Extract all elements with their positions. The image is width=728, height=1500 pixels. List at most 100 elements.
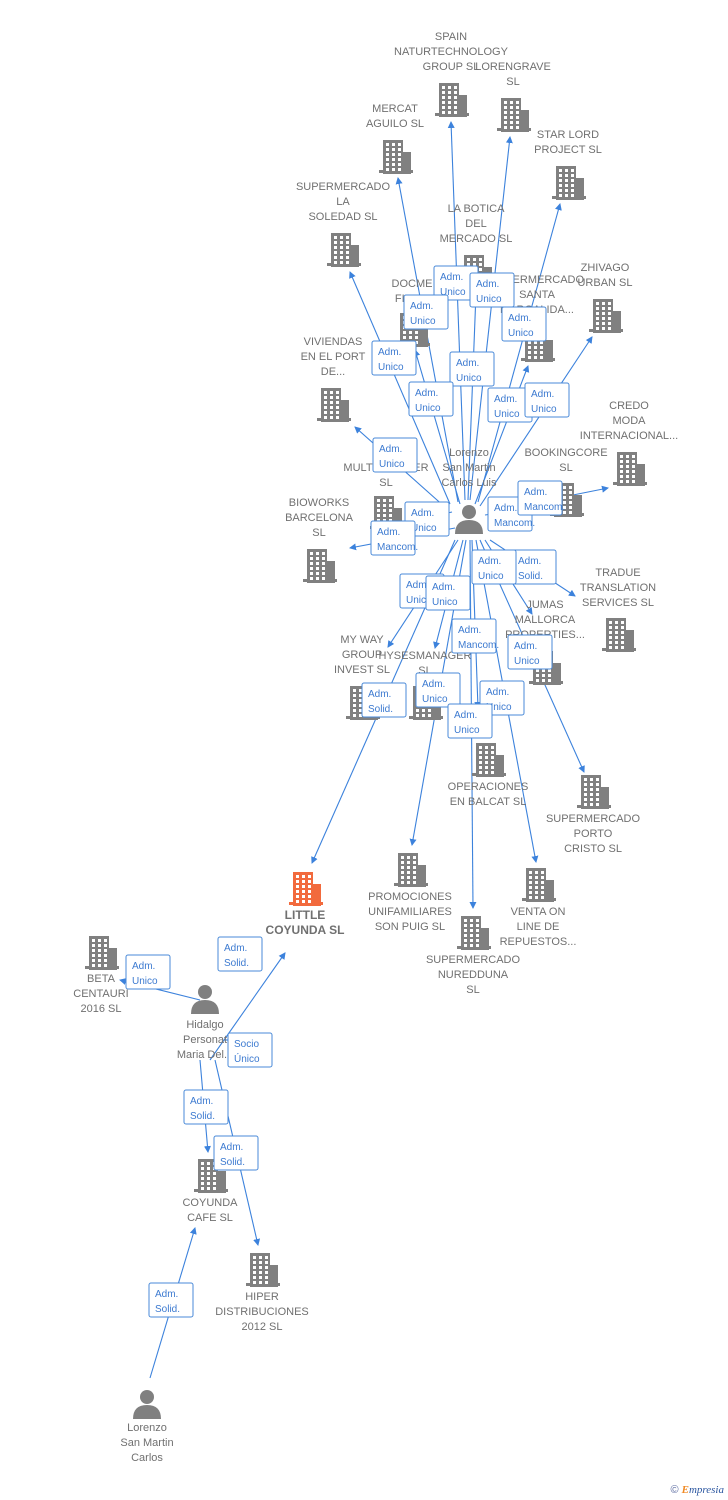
relation-label-text: Unico: [456, 373, 482, 384]
relation-label[interactable]: Adm. Unico: [507, 634, 553, 670]
relation-label-text: Adm.: [518, 556, 541, 567]
relation-label-text: Unico: [454, 725, 480, 736]
relation-label-text: Unico: [476, 294, 502, 305]
relation-label-text: Unico: [486, 702, 512, 713]
relation-label-text: Adm.: [378, 347, 401, 358]
relation-label-text: Adm.: [379, 444, 402, 455]
relation-label-text: Solid.: [224, 958, 249, 969]
relation-label[interactable]: Adm.Unico: [449, 351, 495, 387]
relation-label[interactable]: Adm.Unico: [447, 703, 493, 739]
relation-label[interactable]: Adm.Mancom.: [451, 618, 499, 654]
node-label-line: NATURTECHNOLOGY: [394, 46, 509, 58]
empresia-logo[interactable]: Empresia: [681, 1484, 724, 1496]
node-label-line: AGUILO SL: [366, 118, 424, 130]
relation-label-text: Unico: [432, 597, 458, 608]
relation-label[interactable]: Adm.Solid.: [183, 1089, 229, 1125]
relation-label[interactable]: Adm.Unico: [404, 501, 450, 537]
relation-label[interactable]: Adm. Unico: [371, 340, 417, 376]
node-label-line: 2012 SL: [242, 1321, 283, 1333]
node-label-line: Lorenzo: [449, 447, 489, 459]
relation-label[interactable]: Adm.Solid.: [361, 682, 407, 718]
node-credo[interactable]: CREDOMODAINTERNACIONAL...: [580, 400, 678, 486]
node-spain[interactable]: SPAIN NATURTECHNOLOGY GROUP SL: [394, 31, 509, 117]
relation-label[interactable]: Adm.Unico: [408, 381, 454, 417]
brand-footer: © Empresia: [670, 1484, 724, 1496]
relation-label-text: Adm.: [406, 580, 429, 591]
relation-label-text: Unico: [531, 404, 557, 415]
relation-label-text: Adm.: [476, 279, 499, 290]
relation-label-text: Unico: [514, 656, 540, 667]
relation-label-text: Adm.: [514, 641, 537, 652]
relation-label-text: Solid.: [518, 571, 543, 582]
relation-label[interactable]: Adm. Solid.: [511, 549, 557, 585]
relation-label-text: Unico: [440, 287, 466, 298]
node-label-line: SUPERMERCADO: [296, 181, 391, 193]
copyright-icon: ©: [670, 1484, 679, 1496]
relation-label[interactable]: Adm.Solid.: [148, 1282, 194, 1318]
relation-label[interactable]: Adm.Unico: [501, 306, 547, 342]
building-icon: [457, 916, 491, 950]
relation-label-text: Unico: [378, 362, 404, 373]
node-label-line: PORTO: [574, 828, 613, 840]
node-label-line: DE...: [321, 366, 345, 378]
relation-label[interactable]: Adm. Unico: [469, 272, 515, 308]
node-label-line: GROUP SL: [423, 61, 480, 73]
relation-label[interactable]: Adm.Solid.: [217, 936, 263, 972]
node-label-line: SPAIN: [435, 31, 467, 43]
node-label-line: CAFE SL: [187, 1212, 233, 1224]
building-icon: [327, 233, 361, 267]
relation-label[interactable]: Adm.Unico: [425, 575, 471, 611]
building-icon: [522, 868, 556, 902]
relation-label-text: Adm.: [368, 689, 391, 700]
relation-label-text: Adm.: [132, 961, 155, 972]
relation-label[interactable]: Adm.Mancom.: [370, 520, 418, 556]
relation-label[interactable]: Adm.Mancom.: [517, 480, 565, 516]
node-label-line: COYUNDA SL: [266, 923, 345, 937]
relation-edge: [469, 136, 513, 501]
node-label-line: SL: [312, 527, 325, 539]
relation-label[interactable]: Adm.Unico: [125, 954, 171, 990]
relation-label[interactable]: Adm.Unico: [524, 382, 570, 418]
node-label-line: BOOKINGCORE: [524, 447, 607, 459]
node-label-line: GROUP: [342, 649, 382, 661]
building-icon: [589, 299, 623, 333]
relation-label[interactable]: Adm.Solid.: [213, 1135, 259, 1171]
node-label-line: LINE DE: [517, 921, 560, 933]
building-icon: [497, 98, 531, 132]
relation-label-text: Adm.: [220, 1142, 243, 1153]
node-label-line: SUPERMERCADO: [426, 954, 521, 966]
node-label-line: SERVICES SL: [582, 597, 654, 609]
relation-label-text: Solid.: [190, 1111, 215, 1122]
relation-label[interactable]: Adm.Unico: [372, 437, 418, 473]
relation-edge: [349, 271, 451, 505]
node-label-line: HYSESMANAGER: [379, 650, 472, 662]
relation-label[interactable]: Adm.Unico: [415, 672, 461, 708]
relation-label-text: Adm.: [486, 687, 509, 698]
relation-label[interactable]: Adm.Unico: [403, 294, 449, 330]
node-label-line: 2016 SL: [81, 1003, 122, 1015]
relation-label[interactable]: Adm.Unico: [471, 549, 517, 585]
node-label-line: URBAN SL: [577, 277, 632, 289]
